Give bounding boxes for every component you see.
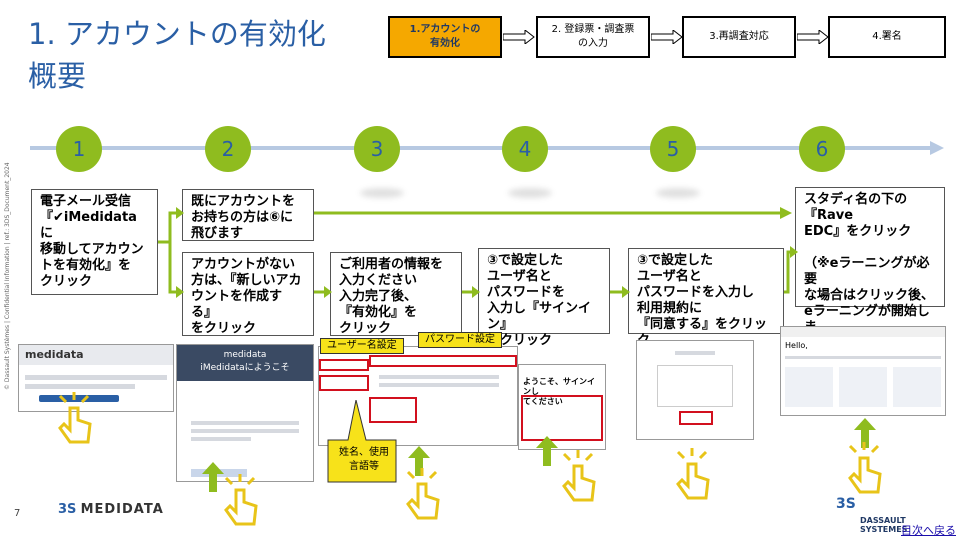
step-number-2: 2 — [205, 126, 251, 172]
step-number-5: 5 — [650, 126, 696, 172]
medidata-brand: medidata — [19, 345, 173, 365]
home-greeting: Hello, — [785, 341, 808, 350]
hand-pointer-icon — [848, 442, 882, 494]
up-arrow-icon — [408, 446, 430, 476]
timeline-arrowhead-icon — [930, 141, 944, 155]
terms-screenshot — [636, 340, 754, 440]
language-field-highlight[interactable] — [369, 397, 417, 423]
shadow-decoration — [508, 188, 552, 198]
instruction-step2-existing: 既にアカウントを お持ちの方は⑥に 飛びます — [182, 189, 314, 241]
signin-screenshot: ようこそ、サインインし てください — [518, 364, 606, 450]
progress-step-registration: 2. 登録票・調査票 の入力 — [536, 16, 650, 58]
signin-heading: ようこそ、サインインし てください — [523, 377, 595, 406]
step-number-3: 3 — [354, 126, 400, 172]
email-screenshot: medidata — [18, 344, 174, 412]
instruction-step1: 電子メール受信 『✔iMedidataに 移動してアカウン トを有効化』を クリ… — [31, 189, 158, 295]
timeline-line — [30, 146, 930, 150]
instruction-step4: ③で設定した ユーザ名と パスワードを 入力し『サインイン』 をクリック — [478, 248, 610, 348]
shadow-decoration — [656, 188, 700, 198]
home-screenshot: Hello, — [780, 326, 946, 416]
instruction-step2-new: アカウントがない 方は、『新しいアカ ウントを作成する』 をクリック — [182, 252, 314, 336]
hand-pointer-icon — [406, 468, 440, 520]
hand-pointer-icon — [224, 474, 258, 526]
name-callout-text: 姓名、使用 言語等 — [339, 447, 389, 472]
step-number-6: 6 — [799, 126, 845, 172]
medidata-brand: medidata — [223, 350, 267, 360]
dassault-logo: 3S DASSAULT SYSTEMES — [836, 496, 908, 534]
progress-arrow-icon — [651, 30, 683, 44]
step-number-1: 1 — [56, 126, 102, 172]
progress-arrow-icon — [797, 30, 829, 44]
up-arrow-icon — [854, 418, 876, 448]
activate-account-button[interactable] — [39, 395, 119, 402]
progress-arrow-icon — [503, 30, 535, 44]
shadow-decoration — [360, 188, 404, 198]
password-field-highlight[interactable] — [369, 355, 517, 367]
step-number-4: 4 — [502, 126, 548, 172]
welcome-screenshot: medidata iMedidataにようこそ — [176, 344, 314, 482]
instruction-step6: スタディ名の下の『Rave EDC』をクリック （※eラーニングが必要 な場合は… — [795, 187, 945, 351]
up-arrow-icon — [536, 436, 558, 466]
page-subtitle: 概要 — [28, 59, 87, 93]
username-field-highlight[interactable] — [319, 359, 369, 371]
instruction-step5: ③で設定した ユーザ名と パスワードを入力し 利用規約に 『同意する』をクリック — [628, 248, 784, 348]
page-number: 7 — [14, 508, 21, 519]
name-callout-bubble — [327, 400, 397, 483]
username-callout: ユーザー名設定 — [320, 338, 404, 354]
medidata-logo: 3S MEDIDATA — [58, 502, 164, 517]
progress-step-requery: 3.再調査対応 — [682, 16, 796, 58]
hand-pointer-icon — [58, 392, 92, 444]
agree-button-highlight[interactable] — [679, 411, 713, 425]
password-callout: パスワード設定 — [418, 332, 502, 348]
hand-pointer-icon — [562, 450, 596, 502]
page-title: 1. アカウントの有効化 — [28, 17, 326, 51]
confidential-note: © Dassault Systèmes | Confidential Infor… — [4, 162, 11, 390]
instruction-step3: ご利用者の情報を 入力ください 入力完了後、 『有効化』を クリック — [330, 252, 462, 336]
progress-step-activation: 1.アカウントの 有効化 — [388, 16, 502, 58]
name-field-highlight[interactable] — [319, 375, 369, 391]
up-arrow-icon — [202, 462, 224, 492]
progress-step-signature: 4.署名 — [828, 16, 946, 58]
user-info-form-screenshot — [318, 346, 518, 446]
welcome-heading: iMedidataにようこそ — [200, 363, 290, 373]
signin-fields-highlight[interactable] — [521, 395, 603, 441]
back-to-contents-link[interactable]: 目次へ戻る — [901, 524, 956, 537]
hand-pointer-icon — [676, 448, 710, 500]
